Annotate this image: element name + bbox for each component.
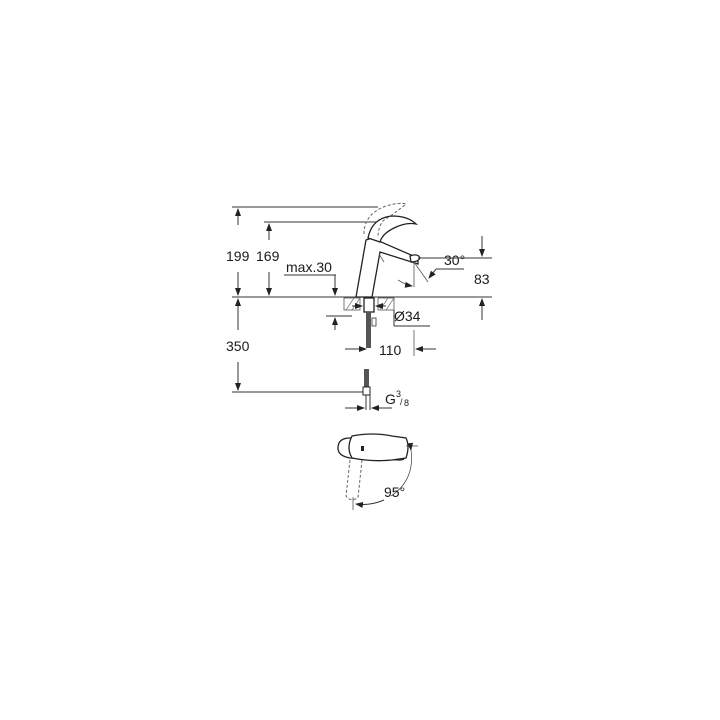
dim-169-label: 169 [256,248,280,264]
dim-30deg: 30° [397,252,465,288]
dim-83-label: 83 [474,271,490,287]
dim-95deg-label: 95° [384,484,405,500]
dim-max30-label: max.30 [286,259,332,275]
dim-169: 169 [256,221,395,296]
svg-text:/: / [400,397,403,407]
dim-o34-label: Ø34 [394,308,421,324]
dim-350-label: 350 [226,338,250,354]
hose-connector: G 3 / 8 [345,369,409,411]
dim-199: 199 [226,206,378,296]
dim-110: 110 [345,330,436,358]
svg-text:3: 3 [396,389,401,399]
dim-g-label: G [385,391,396,407]
deck-section: Ø34 [343,297,430,348]
svg-text:8: 8 [404,398,409,408]
faucet-body [355,202,421,298]
lever-top-view: 95° [337,433,418,510]
dim-110-label: 110 [379,342,402,358]
dim-max30: max.30 [284,259,352,330]
dim-83: 83 [418,236,492,320]
dim-30deg-label: 30° [444,252,465,268]
dim-199-label: 199 [226,248,250,264]
dim-350: 350 [226,298,366,393]
